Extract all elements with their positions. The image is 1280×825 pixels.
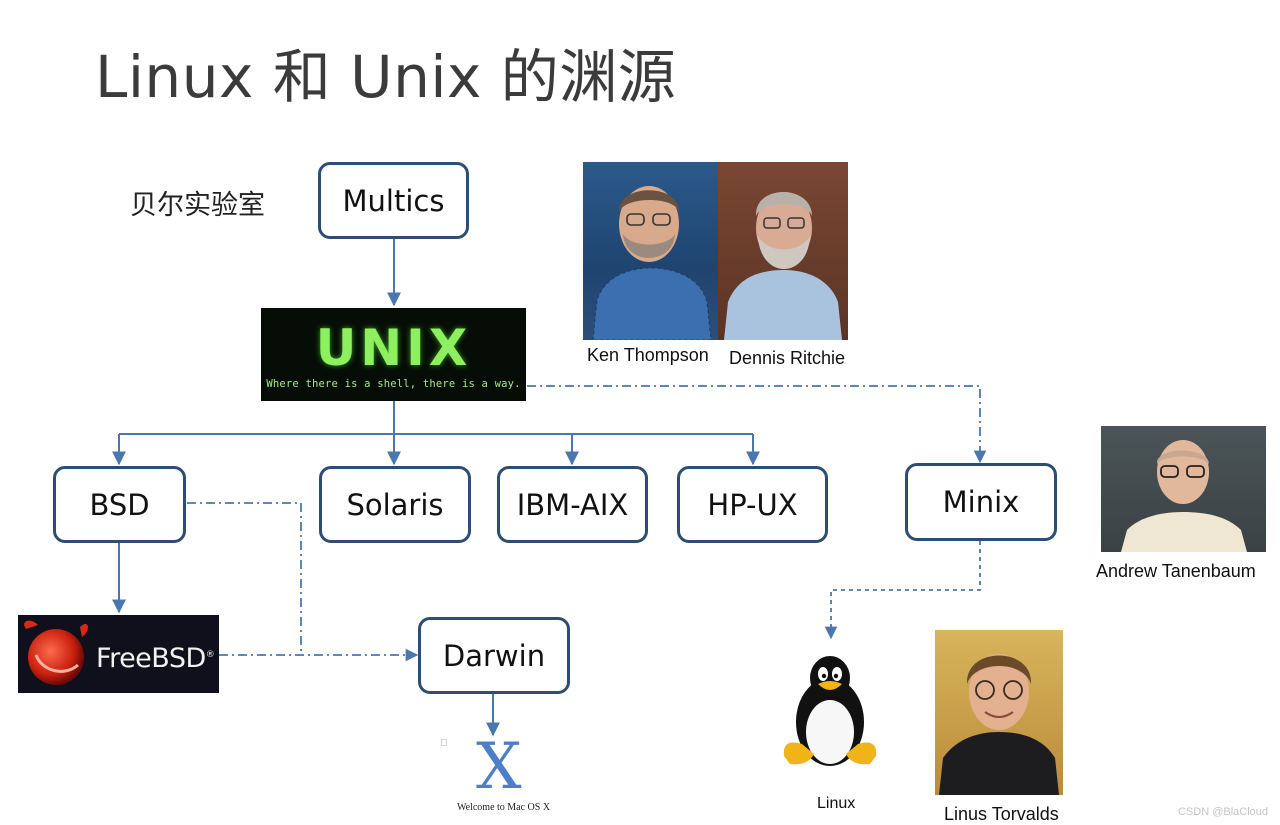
tux-penguin-icon	[783, 656, 877, 766]
freebsd-wordmark: FreeBSD®	[96, 643, 215, 674]
dennis-ritchie-photo	[718, 162, 848, 340]
solaris-node[interactable]: Solaris	[319, 466, 471, 543]
dennis-ritchie-caption: Dennis Ritchie	[729, 348, 846, 368]
unix-wordmark: UNIX	[315, 319, 472, 377]
minix-label: Minix	[942, 485, 1020, 519]
unix-tagline: Where there is a shell, there is a way.	[266, 378, 521, 390]
ibm-aix-label: IBM-AIX	[516, 487, 629, 522]
dotted-minix-linux	[824, 541, 981, 640]
ibm-aix-node[interactable]: IBM-AIX	[497, 466, 648, 543]
hp-ux-label: HP-UX	[707, 487, 798, 522]
macos-welcome-text: Welcome to Mac OS X	[457, 802, 551, 813]
unix-logo: UNIX Where there is a shell, there is a …	[261, 308, 526, 401]
multics-label: Multics	[342, 183, 445, 218]
multics-node[interactable]: Multics	[318, 162, 469, 239]
minix-node[interactable]: Minix	[905, 463, 1057, 541]
andrew-tanenbaum-photo	[1101, 426, 1266, 552]
freebsd-daemon-icon	[24, 620, 88, 685]
portrait-andrew-icon	[1121, 440, 1247, 552]
solaris-label: Solaris	[346, 487, 444, 522]
apple-icon: 	[440, 738, 448, 749]
linux-caption: Linux	[817, 795, 856, 812]
linus-torvalds-photo	[935, 630, 1063, 795]
macos-x-logo:  X Welcome to Mac OS X	[440, 732, 570, 818]
bell-labs-label: 贝尔实验室	[130, 190, 265, 221]
bsd-node[interactable]: BSD	[53, 466, 186, 543]
page-title: Linux 和 Unix 的渊源	[95, 43, 677, 111]
andrew-tanenbaum-caption: Andrew Tanenbaum	[1096, 561, 1256, 581]
darwin-node[interactable]: Darwin	[418, 617, 570, 694]
portrait-dennis-icon	[724, 192, 842, 340]
bsd-label: BSD	[89, 487, 150, 522]
ken-thompson-caption: Ken Thompson	[587, 345, 709, 365]
darwin-label: Darwin	[442, 638, 546, 673]
ken-thompson-photo	[583, 162, 718, 340]
hp-ux-node[interactable]: HP-UX	[677, 466, 828, 543]
portrait-ken-icon	[592, 186, 712, 340]
portrait-linus-icon	[939, 654, 1059, 795]
freebsd-logo: FreeBSD®	[18, 615, 219, 693]
watermark: CSDN @BlaCloud	[1177, 806, 1268, 818]
dashed-bsd-darwin	[187, 502, 302, 655]
macos-x-mark: X	[476, 730, 522, 804]
linus-torvalds-caption: Linus Torvalds	[944, 804, 1059, 824]
